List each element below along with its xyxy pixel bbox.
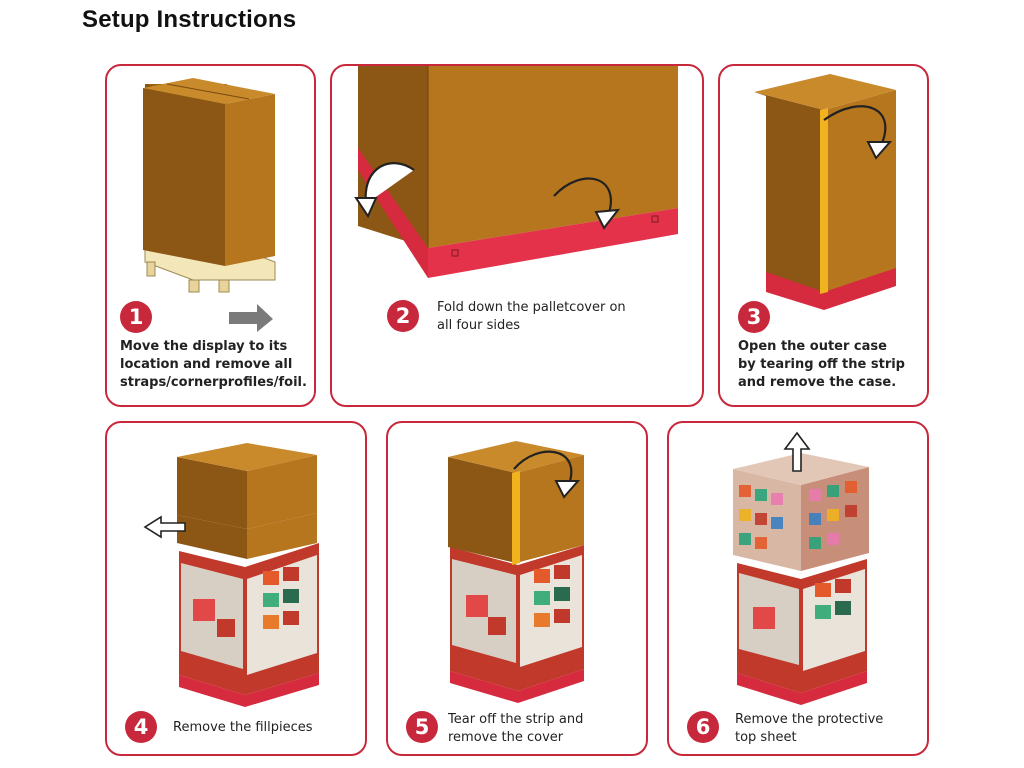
page-title: Setup Instructions [82,6,297,33]
step-2-caption: Fold down the palletcover on all four si… [437,300,626,333]
step-4-illustration [143,443,319,707]
step-1-illustration [143,78,276,332]
step-4-card: 4 Remove the fillpieces [105,421,367,756]
fold-arrow-right-icon [553,177,612,217]
step-4-badge: 4 [125,711,157,743]
tear-arrow-icon [823,105,887,149]
move-arrow-icon [229,304,273,332]
step-6-illustration [733,431,869,705]
step-4-caption: Remove the fillpieces [173,720,313,735]
step-6-badge: 6 [687,711,719,743]
step-2-badge: 2 [387,300,419,332]
step-1-caption: Move the display to its location and rem… [120,339,307,390]
step-5-card: 5 Tear off the strip and remove the cove… [386,421,648,756]
step-3-illustration [754,74,896,310]
step-3-caption: Open the outer case by tearing off the s… [738,339,905,390]
pull-arrow-icon [143,515,186,539]
step-5-caption: Tear off the strip and remove the cover [448,712,584,745]
step-2-illustration [354,66,678,278]
step-1-badge: 1 [120,301,152,333]
step-1-card: 1 Move the display to its location and r… [105,64,316,407]
step-3-badge: 3 [738,301,770,333]
fold-arrow-left-icon [364,162,415,205]
step-5-illustration [448,441,584,703]
step-6-card: 6 Remove the protective top sheet [667,421,929,756]
step-5-badge: 5 [406,711,438,743]
product-photo-grid [739,481,857,549]
lift-arrow-icon [783,431,811,472]
tear-arrow-icon [513,450,573,488]
tear-strip [820,108,828,294]
step-2-card: 2 Fold down the palletcover on all four … [330,64,704,407]
step-6-caption: Remove the protective top sheet [735,712,884,745]
tear-strip [512,471,520,565]
step-3-card: 3 Open the outer case by tearing off the… [718,64,929,407]
